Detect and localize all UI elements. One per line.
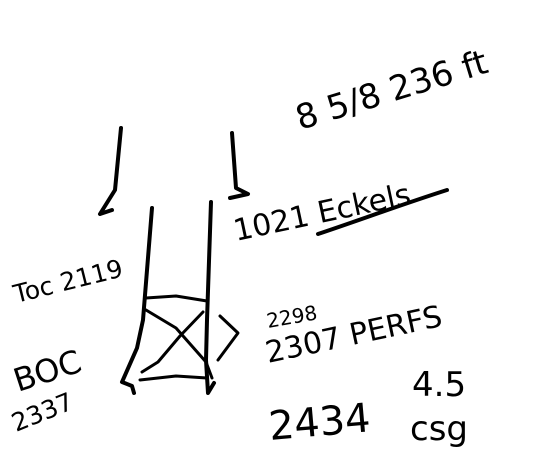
production-casing-left-wall [120,206,154,395]
surface-casing-label: 8 5/8 236 ft [291,42,492,138]
formation-underline [316,188,449,236]
surface-casing-left-wall [98,126,123,216]
surface-casing [98,126,250,216]
cement-cross-line-2 [140,310,205,374]
formation-top-label: 1021 Eckels [230,177,413,249]
production-depth-label: 2434 [267,395,372,450]
production-size-label: 4.5 [412,365,466,405]
perforation-bracket [216,314,240,362]
production-csg-label: csg [410,409,468,449]
surface-casing-right-wall [228,131,250,200]
cement-cross-line-1 [144,308,214,380]
boc-label: BOC [9,342,86,399]
toc-label: Toc 2119 [9,254,125,309]
cement-top-line [144,294,209,303]
cement-bottom-line [138,374,209,382]
cement-lines [138,294,214,382]
